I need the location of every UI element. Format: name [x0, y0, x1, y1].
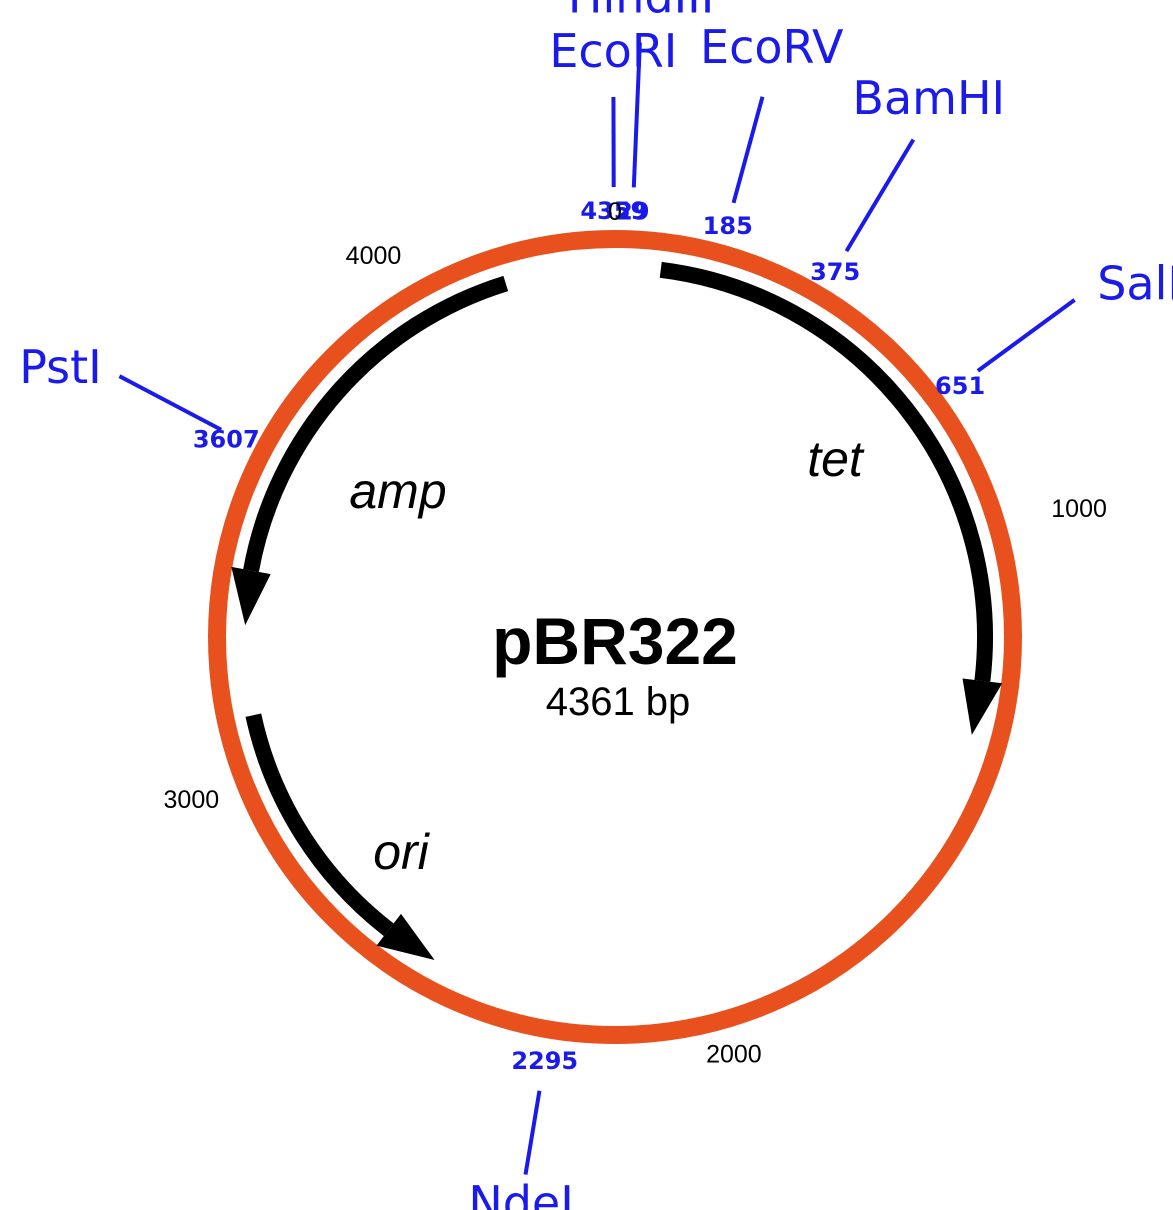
site-leader-line	[731, 96, 765, 204]
tick-label-1000: 1000	[1051, 495, 1107, 523]
site-name-label: EcoRI	[549, 24, 677, 78]
site-name-label: BamHI	[852, 71, 1005, 125]
site-position-label: 651	[935, 372, 985, 400]
tick-label-3000: 3000	[164, 786, 220, 814]
plasmid-name: pBR322	[492, 604, 738, 678]
plasmid-backbone	[208, 230, 1022, 1044]
site-leader-line	[844, 138, 916, 253]
site-name-label: PstI	[19, 340, 102, 394]
ticks-layer: 0 1000 2000 3000 4000	[164, 198, 1107, 1068]
plasmid-size: 4361 bp	[546, 680, 691, 724]
site-position-label: 4359	[580, 197, 647, 225]
site-name-label: EcoRV	[700, 20, 844, 74]
site-hindiii: 29 HindIII	[568, 0, 714, 225]
tick-label-4000: 4000	[346, 242, 402, 270]
feature-arrowhead	[231, 566, 271, 626]
sites-layer: 4359 EcoRI 29 HindIII 185 EcoRV 375 BamHI 651 Sal…	[19, 0, 1173, 1210]
site-ecorv: 185 EcoRV	[700, 20, 844, 240]
feature-arrowhead	[376, 913, 435, 961]
site-name-label: HindIII	[568, 0, 714, 24]
feature-arc	[245, 713, 394, 937]
site-position-label: 29	[616, 197, 649, 225]
site-leader-line	[523, 1090, 542, 1175]
feature-arc	[659, 261, 993, 682]
tick-label-0: 0	[608, 198, 622, 226]
feature-amp: amp	[231, 275, 509, 626]
site-sali: 651 SalI	[935, 256, 1173, 400]
feature-label: ori	[373, 824, 430, 880]
site-ecori: 4359 EcoRI	[549, 24, 677, 225]
site-bamhi: 375 BamHI	[810, 71, 1005, 286]
site-psti: 3607 PstI	[19, 340, 259, 454]
feature-arrowhead	[962, 678, 1003, 735]
site-position-label: 185	[703, 212, 753, 240]
site-leader-line	[976, 298, 1076, 373]
tick-label-2000: 2000	[706, 1040, 762, 1068]
site-name-label: SalI	[1097, 256, 1173, 310]
feature-label: tet	[807, 431, 865, 487]
features-layer: tet amp ori	[231, 261, 1003, 961]
site-position-label: 2295	[511, 1047, 578, 1075]
site-leader-line	[631, 42, 642, 188]
feature-label: amp	[349, 463, 446, 519]
site-position-label: 3607	[193, 426, 260, 454]
feature-arc	[243, 275, 509, 572]
feature-tet: tet	[659, 261, 1003, 735]
site-name-label: NdeI	[468, 1176, 573, 1210]
feature-ori: ori	[245, 713, 435, 961]
site-position-label: 375	[810, 258, 860, 286]
site-leader-line	[118, 374, 223, 432]
